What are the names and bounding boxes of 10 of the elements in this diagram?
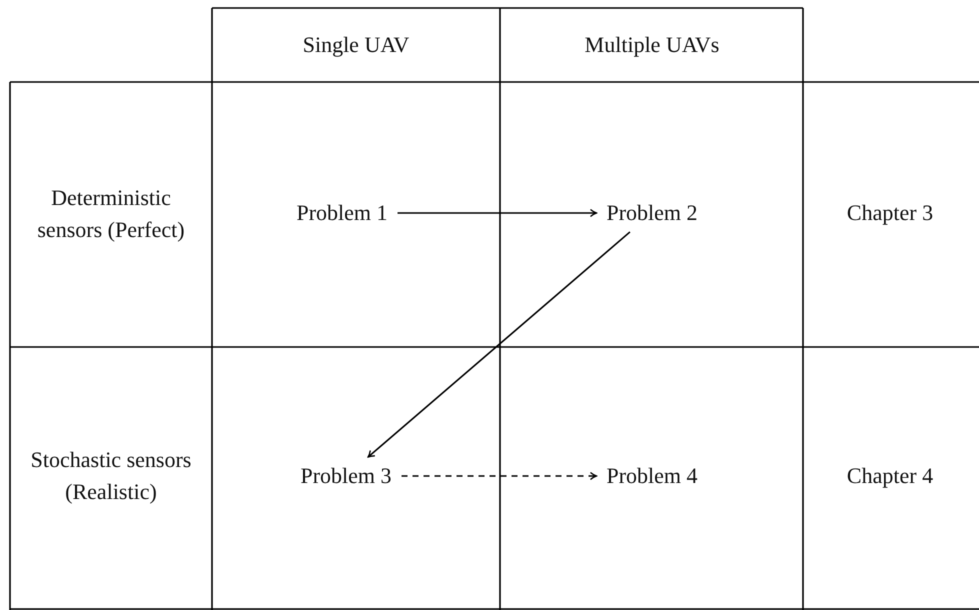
row-header: Deterministic sensors (Perfect) <box>36 184 186 244</box>
problem-label: Problem 1 <box>296 197 388 229</box>
column-header: Multiple UAVs <box>584 31 720 60</box>
row-note: Chapter 4 <box>846 462 934 490</box>
problem-label: Problem 2 <box>606 197 698 229</box>
column-header: Single UAV <box>302 31 410 60</box>
row-note: Chapter 3 <box>846 199 934 228</box>
row-header: Stochastic sensors (Realistic) <box>30 446 192 506</box>
problem-label: Problem 4 <box>606 460 698 492</box>
problem-label: Problem 3 <box>300 460 392 492</box>
